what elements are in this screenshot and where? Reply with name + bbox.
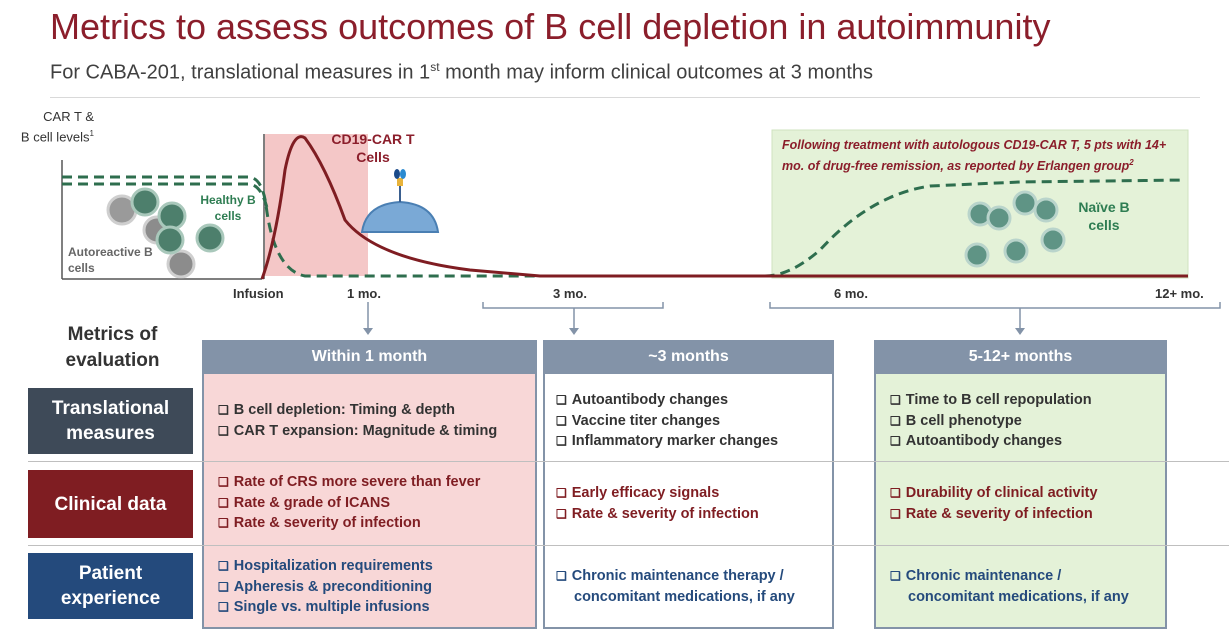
- healthy-b-label: Healthy B cells: [200, 193, 256, 223]
- erlangen-note: Following treatment with autologous CD19…: [782, 137, 1182, 175]
- car-t-cell-icon: [360, 169, 440, 233]
- subtitle-superscript: st: [430, 60, 440, 74]
- y-axis-label-sup: 1: [89, 129, 94, 138]
- list-item: Apheresis & preconditioning: [218, 577, 433, 598]
- list-item: Autoantibody changes: [890, 431, 1092, 452]
- list-item: Time to B cell repopulation: [890, 390, 1092, 411]
- list-item: Vaccine titer changes: [556, 411, 778, 432]
- period-brackets: [367, 302, 1221, 330]
- metrics-heading: Metrics of evaluation: [65, 324, 160, 371]
- column-header-3-months: ~3 months: [543, 340, 834, 374]
- list-item: B cell depletion: Timing & depth: [218, 400, 497, 421]
- list-item-continuation: concomitant medications, if any: [908, 588, 1129, 605]
- list-item-continuation: concomitant medications, if any: [574, 588, 795, 605]
- list-item: Chronic maintenance /: [890, 566, 1129, 587]
- time-label-12mo: 12+ mo.: [1155, 286, 1204, 301]
- list-item: Rate & grade of ICANS: [218, 493, 480, 514]
- time-label-3mo: 3 mo.: [553, 286, 587, 301]
- list-item: Hospitalization requirements: [218, 556, 433, 577]
- row-divider: [28, 461, 1229, 462]
- time-label-1mo: 1 mo.: [347, 286, 381, 301]
- cell-1month-clinical: Rate of CRS more severe than fever Rate …: [218, 472, 481, 534]
- cell-3months-translational: Autoantibody changes Vaccine titer chang…: [556, 390, 778, 452]
- list-item: CAR T expansion: Magnitude & timing: [218, 421, 497, 442]
- list-item: Durability of clinical activity: [890, 483, 1098, 504]
- list-item: Rate of CRS more severe than fever: [218, 472, 481, 493]
- cell-1month-translational: B cell depletion: Timing & depth CAR T e…: [218, 400, 497, 441]
- naive-b-label: Naïve B cells: [1078, 199, 1130, 233]
- erlangen-text: Following treatment with autologous CD19…: [782, 138, 1167, 174]
- time-label-6mo: 6 mo.: [834, 286, 868, 301]
- row-label-clinical: Clinical data: [28, 470, 193, 538]
- autoreactive-b-label: Autoreactive B cells: [68, 245, 153, 275]
- cell-3months-clinical: Early efficacy signals Rate & severity o…: [556, 483, 759, 524]
- page-title: Metrics to assess outcomes of B cell dep…: [50, 6, 1051, 47]
- row-divider: [28, 545, 1229, 546]
- list-item: Autoantibody changes: [556, 390, 778, 411]
- list-item: Single vs. multiple infusions: [218, 597, 433, 618]
- column-header-1-month: Within 1 month: [202, 340, 537, 374]
- b-cell-level-curve-2: [62, 182, 270, 213]
- cell-1month-patient: Hospitalization requirements Apheresis &…: [218, 556, 433, 618]
- y-axis-label-text: B cell levels: [20, 129, 90, 145]
- period-arrowheads: [363, 328, 1025, 335]
- cell-5-12months-translational: Time to B cell repopulation B cell pheno…: [890, 390, 1092, 452]
- list-item: Rate & severity of infection: [556, 504, 759, 525]
- list-item: B cell phenotype: [890, 411, 1092, 432]
- list-item: Early efficacy signals: [556, 483, 759, 504]
- title-divider: [50, 97, 1200, 98]
- y-axis-label-line1: CAR T &: [43, 109, 94, 124]
- y-axis-label: CAR T & B cell levels1: [8, 108, 94, 145]
- cell-5-12months-patient: Chronic maintenance / concomitant medica…: [890, 566, 1129, 607]
- cell-5-12months-clinical: Durability of clinical activity Rate & s…: [890, 483, 1098, 524]
- y-axis-label-line2: B cell levels1: [8, 125, 94, 145]
- column-header-5-12-months: 5-12+ months: [874, 340, 1167, 374]
- car-t-label: CD19-CAR T Cells: [331, 131, 415, 165]
- list-item: Chronic maintenance therapy /: [556, 566, 795, 587]
- naive-b-cells: [964, 190, 1066, 268]
- list-item: Rate & severity of infection: [218, 513, 480, 534]
- healthy-b-cells: [130, 187, 225, 255]
- erlangen-sup: 2: [1129, 158, 1134, 167]
- cell-3months-patient: Chronic maintenance therapy / concomitan…: [556, 566, 795, 607]
- list-item: Rate & severity of infection: [890, 504, 1098, 525]
- subtitle-text: For CABA-201, translational measures in …: [50, 61, 431, 84]
- row-label-translational: Translational measures: [28, 388, 193, 454]
- timeline-diagram: [61, 129, 1221, 335]
- car-t-level-curve: [260, 135, 1188, 280]
- row-label-patient: Patient experience: [28, 553, 193, 619]
- list-item: Inflammatory marker changes: [556, 431, 778, 452]
- time-label-infusion: Infusion: [233, 286, 284, 301]
- page-subtitle: For CABA-201, translational measures in …: [50, 60, 873, 85]
- subtitle-text-end: month may inform clinical outcomes at 3 …: [439, 61, 874, 84]
